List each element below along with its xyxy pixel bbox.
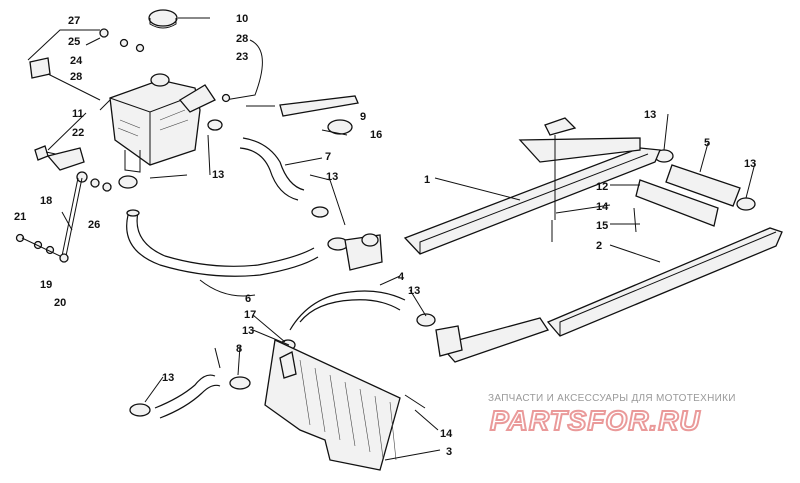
callout-1: 1 [424, 174, 430, 186]
watermark: ЗАПЧАСТИ И АКСЕССУАРЫ ДЛЯ МОТОТЕХНИКИ PA… [488, 393, 736, 437]
callout-3: 3 [446, 446, 452, 458]
callout-13-e: 13 [408, 285, 420, 297]
callout-24: 24 [70, 55, 83, 67]
hand-grip-icon [544, 117, 577, 136]
callout-9: 9 [360, 111, 366, 123]
callout-7: 7 [325, 151, 331, 163]
callout-18: 18 [40, 195, 52, 207]
callout-13-f: 13 [242, 325, 254, 337]
watermark-subtitle: ЗАПЧАСТИ И АКСЕССУАРЫ ДЛЯ МОТОТЕХНИКИ [488, 393, 736, 404]
callout-13-g: 13 [162, 372, 174, 384]
callout-17: 17 [244, 309, 256, 321]
coolant-tank [99, 9, 216, 173]
callout-13-b: 13 [326, 171, 338, 183]
heat-exchanger-2 [438, 227, 783, 363]
callout-22: 22 [72, 127, 84, 139]
radiator-cap-icon [148, 9, 178, 27]
callout-19: 19 [40, 279, 52, 291]
callout-12: 12 [596, 181, 608, 193]
hose-8 [154, 347, 221, 419]
hose-clip-rod [279, 95, 359, 117]
callout-13-a: 13 [212, 169, 224, 181]
callout-13-d: 13 [744, 158, 756, 170]
callout-8: 8 [236, 343, 242, 355]
callout-15: 15 [596, 220, 608, 232]
radiator [264, 339, 426, 471]
elbow-fitting [344, 233, 383, 271]
callout-27: 27 [68, 15, 80, 27]
hose-clamps [118, 149, 756, 417]
tank-bracket [179, 84, 216, 113]
callout-21: 21 [14, 211, 26, 223]
callout-25: 25 [68, 36, 80, 48]
callout-numbers: 27 25 24 28 10 28 23 9 16 11 22 7 13 13 … [14, 13, 756, 458]
callout-20: 20 [54, 297, 66, 309]
callout-10: 10 [236, 13, 248, 25]
callout-16: 16 [370, 129, 382, 141]
cross-brace [551, 179, 719, 242]
leader-lines [47, 17, 756, 461]
heat-exchanger-1 [403, 117, 661, 255]
callout-28: 28 [70, 71, 82, 83]
callout-23: 23 [236, 51, 248, 63]
callout-2: 2 [596, 240, 602, 252]
hose-4 [289, 290, 463, 357]
callout-26: 26 [88, 219, 100, 231]
callout-6: 6 [245, 293, 251, 305]
mount-linkage [15, 145, 112, 263]
callout-5: 5 [704, 137, 710, 149]
callout-14-b: 14 [440, 428, 453, 440]
callout-28b: 28 [236, 33, 248, 45]
hose-5 [665, 164, 741, 207]
watermark-logo: PARTSFOR.RU [490, 405, 701, 436]
hose-7 [239, 137, 323, 201]
hose-6 [126, 209, 319, 297]
callout-4: 4 [398, 271, 405, 283]
callout-14-a: 14 [596, 201, 609, 213]
callout-13-c: 13 [644, 109, 656, 121]
callout-11: 11 [72, 108, 84, 120]
